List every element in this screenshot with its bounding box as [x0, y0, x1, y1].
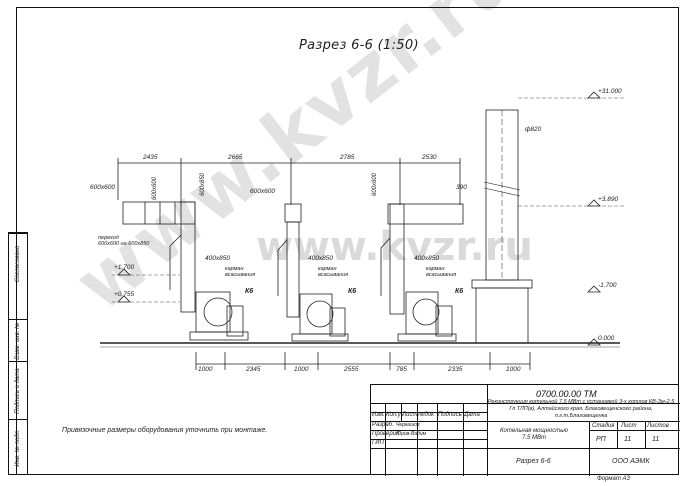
dim-top-1: 2435	[143, 154, 158, 161]
fan-unit-1	[195, 291, 231, 333]
elevation-1: +31.000	[598, 88, 622, 95]
document-code: 0700.00.00 ТМ	[536, 389, 597, 399]
elevation-4: +0.755	[114, 291, 135, 298]
duct-size-6: 400х850	[205, 255, 230, 262]
pocket-label-1: карман всасывания	[225, 266, 256, 278]
tb-header-ndoc: №док	[418, 412, 434, 418]
tb-role-check: Проверил	[372, 431, 400, 437]
side-cell-sign: Подпись и дата	[9, 361, 27, 420]
dim-bottom-3: 1000	[294, 366, 309, 373]
dim-top-2: 2665	[228, 154, 243, 161]
chimney-gap: 390	[456, 184, 467, 191]
tb-sheet-name: Разрез 6-6	[516, 458, 551, 465]
tb-header-list: Лист	[402, 412, 418, 418]
tb-name-dev: Черкашов	[396, 422, 420, 428]
fan-unit-3	[405, 291, 439, 335]
chimney-base	[471, 279, 533, 289]
elevation-6: 0.000	[598, 335, 615, 342]
kb-label-3: К6	[455, 288, 464, 295]
tb-object: Котельная мощностью 7.5 МВт	[500, 428, 568, 441]
fan-unit-2	[299, 293, 333, 335]
duct-horizontal-3	[387, 203, 464, 225]
duct-cap-2	[284, 203, 302, 223]
title-block	[370, 384, 680, 476]
dim-bottom-2: 2345	[246, 366, 261, 373]
watermark-center: www.kvzr.ru	[256, 224, 533, 270]
dim-bottom-5: 785	[396, 366, 407, 373]
elevation-2: +3.890	[598, 196, 619, 203]
kb-label-2: К6	[348, 288, 357, 295]
duct-size-3: 600х850	[200, 172, 206, 196]
elevation-3: +1.700	[114, 264, 135, 271]
dim-bottom-6: 2335	[448, 366, 463, 373]
pocket-label-3: карман всасывания	[426, 266, 457, 278]
chimney-foundation	[475, 287, 529, 344]
dim-bottom-4: 2555	[344, 366, 359, 373]
side-cell-inv: Инв. № подл.	[9, 419, 27, 476]
pocket-label-2: карман всасывания	[318, 266, 349, 278]
elev-marker-4	[587, 338, 601, 346]
duct-size-8: 400х850	[414, 255, 439, 262]
chimney-diameter: ф820	[525, 126, 542, 133]
drawing-frame	[16, 7, 679, 475]
tb-header-sign: Подпись	[438, 412, 462, 418]
tb-header-date: Дата	[464, 412, 480, 418]
dim-bottom-7: 1000	[506, 366, 521, 373]
duct-size-7: 400х850	[308, 255, 333, 262]
dim-bottom-1: 1000	[198, 366, 213, 373]
side-cell-agreed: Согласовано	[9, 233, 27, 294]
duct-size-1: 600х600	[90, 184, 115, 191]
tb-sheet-header: Лист	[621, 423, 637, 429]
tb-stage-header: Стадия	[592, 423, 615, 429]
duct-size-4: 600х600	[250, 188, 275, 195]
tb-role-dev: Разраб.	[372, 422, 394, 428]
tb-sheets-header: Листов	[647, 423, 669, 429]
installation-note: Привязочные размеры оборудования уточнит…	[62, 427, 268, 434]
side-strip: Согласовано Взам. инв. № Подпись и дата …	[8, 232, 28, 475]
tb-sheet-value: 11	[624, 436, 632, 443]
elev-marker-3	[587, 285, 601, 293]
tb-role-gip: ГИП	[372, 440, 384, 446]
duct-vertical-1	[180, 201, 196, 313]
elevation-5: -1.700	[598, 282, 617, 289]
dim-top-3: 2785	[340, 154, 355, 161]
tb-header-izm: Изм.	[372, 412, 385, 418]
tb-stage-value: РП	[596, 436, 606, 443]
tb-sheets-value: 11	[652, 436, 660, 443]
duct-size-5: 600х600	[372, 172, 378, 196]
side-cell-replace: Взам. инв. №	[9, 319, 27, 362]
project-description: Реконструкция котельной 7.5 МВт с устано…	[487, 399, 675, 419]
dim-top-4: 2530	[422, 154, 437, 161]
duct-vertical-2	[286, 221, 300, 318]
duct-vertical-3	[389, 203, 405, 315]
drawing-title: Разрез 6-6 (1:50)	[299, 38, 419, 53]
transition-label: переход 600х600 на 600х850	[98, 235, 150, 247]
tb-company: ООО АЭМК	[612, 458, 650, 465]
tb-name-check: Юров-Вадим	[396, 431, 427, 437]
kb-label-1: К6	[245, 288, 254, 295]
sheet-format: Формат А3	[597, 476, 630, 482]
tb-header-kol: Кол.уч	[386, 412, 404, 418]
duct-size-2: 600х600	[152, 176, 158, 200]
duct-horizontal-1	[122, 201, 196, 225]
